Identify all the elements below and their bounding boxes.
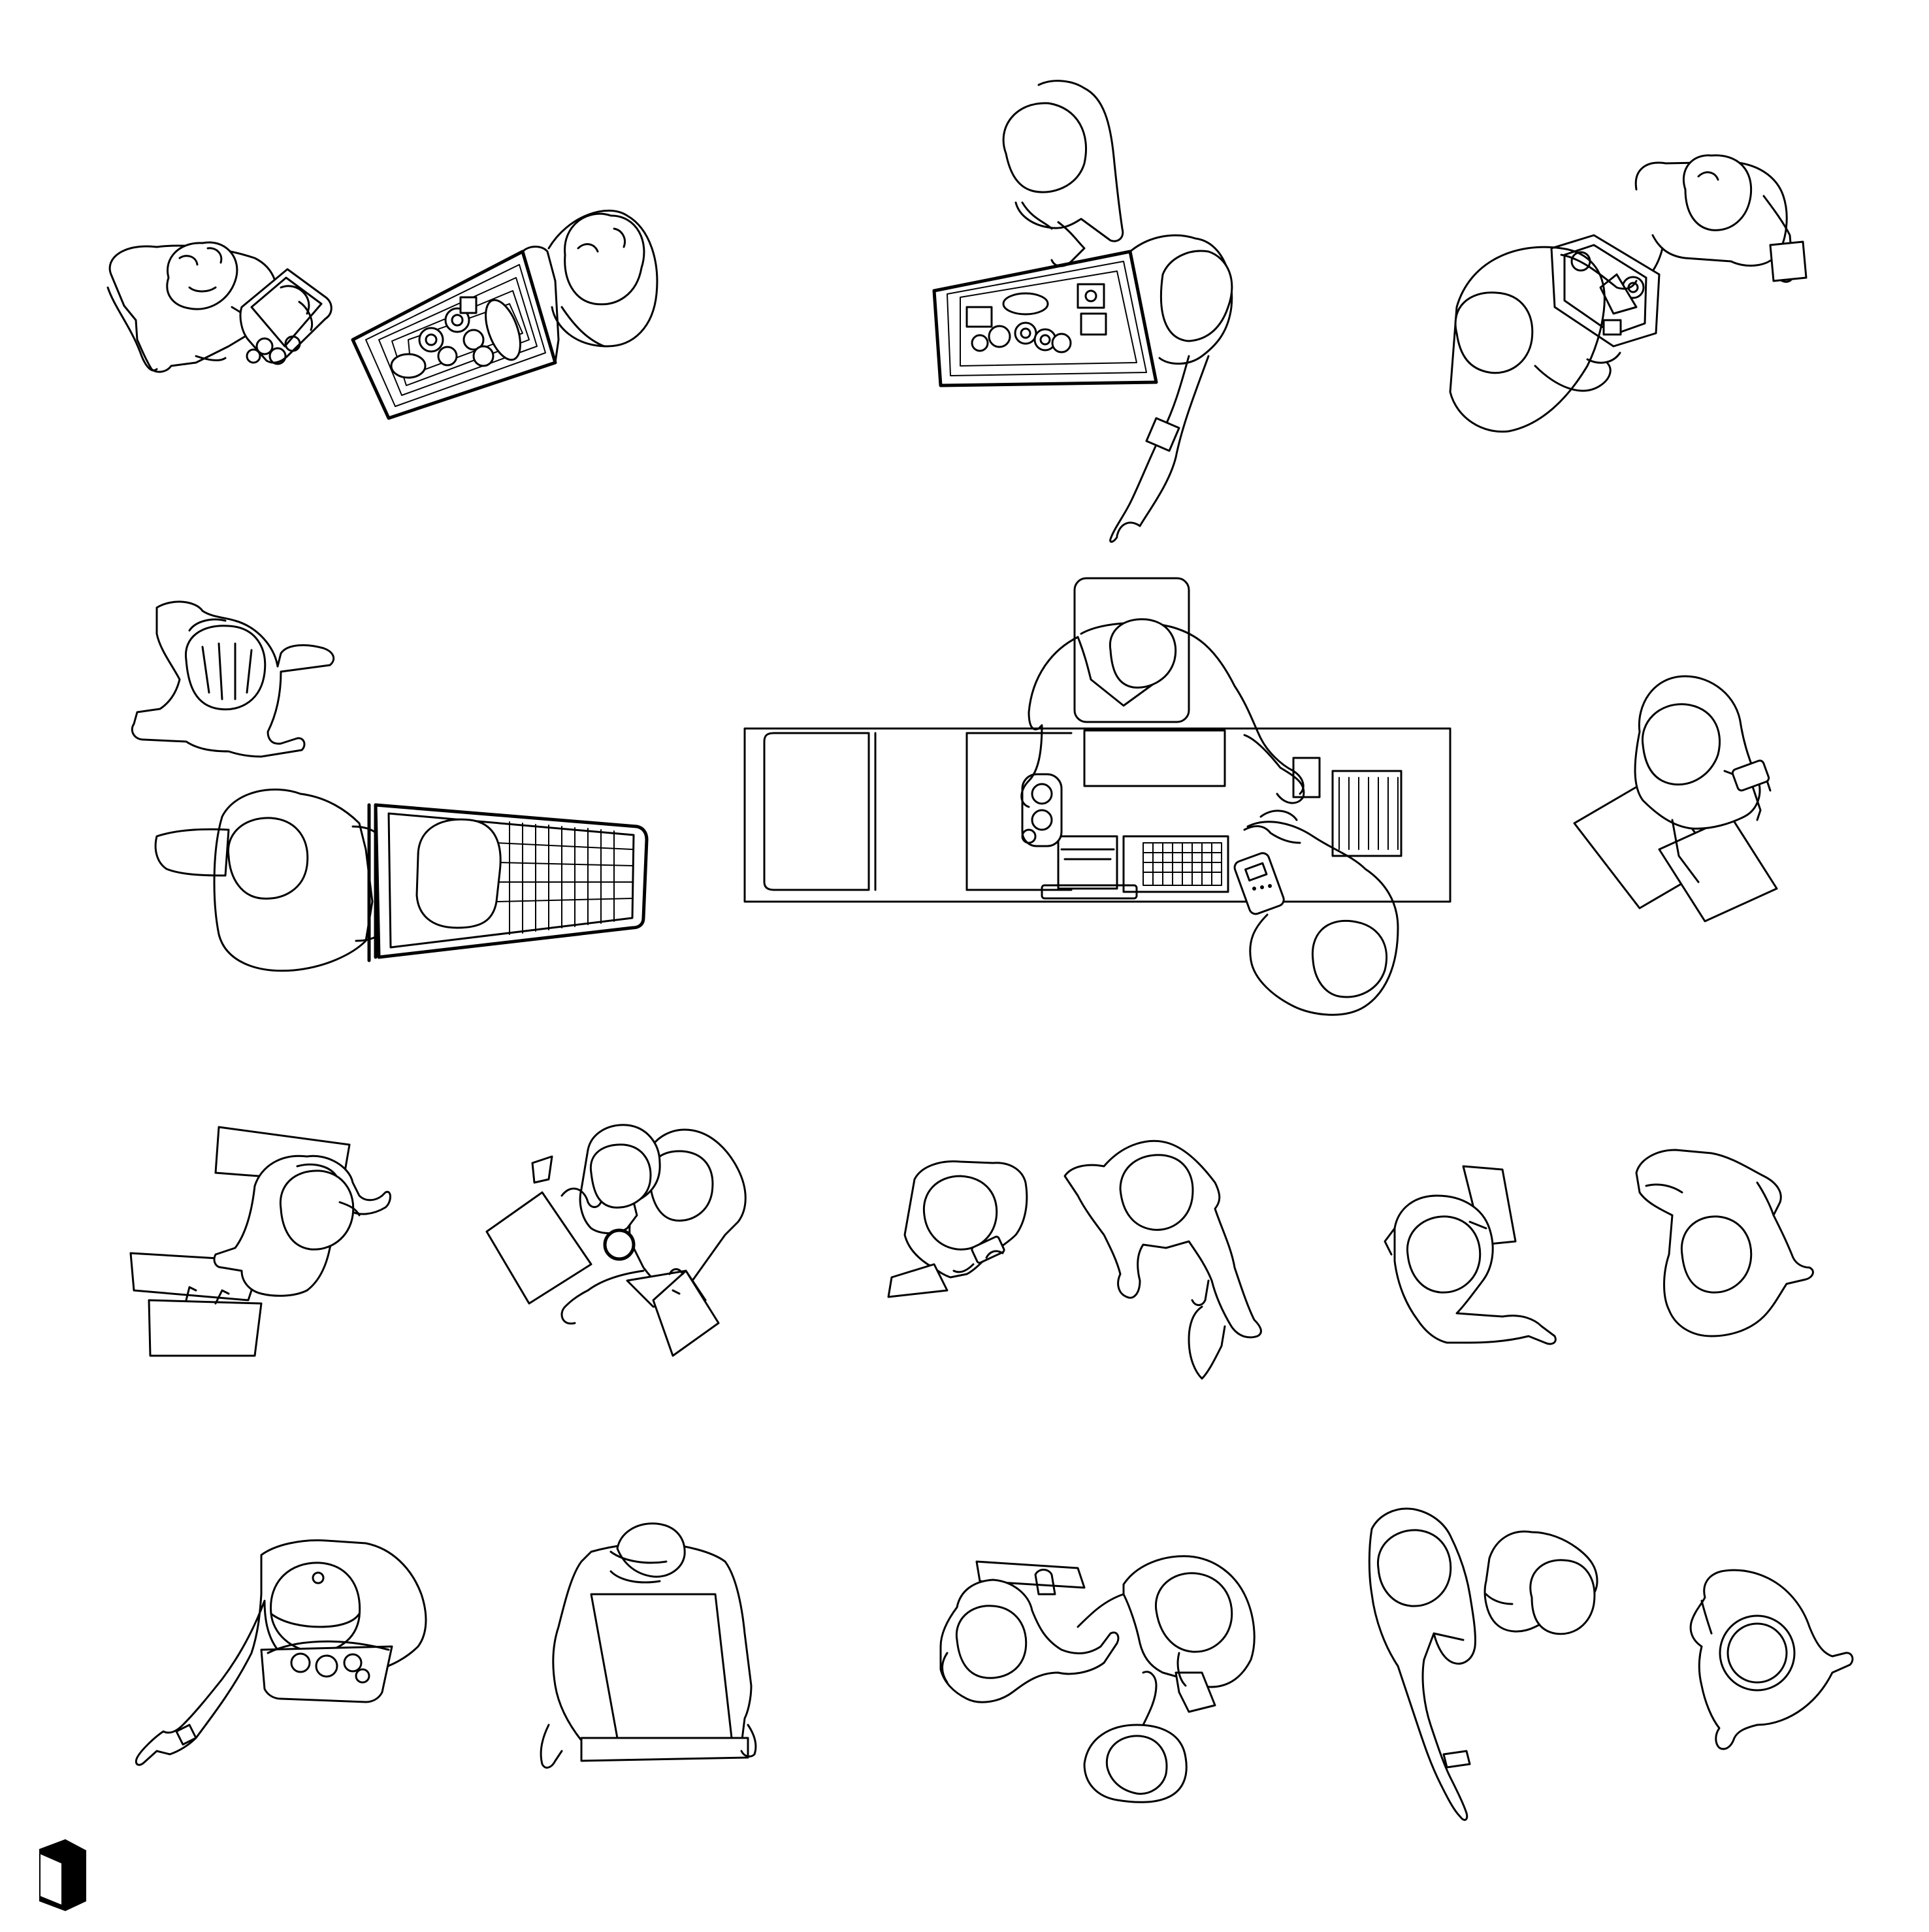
cart-grid: [496, 821, 633, 935]
figure-woman-walking: [1002, 80, 1124, 267]
figure-woman-with-handbag: [1063, 1139, 1262, 1380]
figure-group-of-three: [939, 1555, 1256, 1803]
brand-logo: [39, 1839, 86, 1911]
figure-cashier-at-checkout: [743, 577, 1451, 903]
figure-couple-with-basket: [1449, 154, 1807, 433]
figure-man-pushing-cart-2: [154, 788, 649, 972]
scanner-lines: [1338, 777, 1399, 850]
figure-woman-with-basket: [106, 241, 332, 373]
figure-woman-pointing: [1368, 1507, 1598, 1821]
figure-couple-with-bags: [485, 1124, 747, 1357]
figure-customer-paying-card: [1233, 810, 1399, 1016]
figure-woman-with-phone: [887, 1160, 1028, 1298]
figure-man-with-basket-pointing: [135, 1539, 427, 1766]
register-grid: [1143, 842, 1222, 886]
figure-woman-reaching: [1384, 1165, 1557, 1345]
figure-woman-with-cart-pointing: [932, 234, 1233, 543]
figure-shopper-walking: [131, 600, 335, 758]
figure-woman-with-bags: [129, 1126, 391, 1357]
figure-woman-with-bag: [1573, 675, 1778, 923]
figure-man-carrying-box: [540, 1522, 757, 1769]
figure-person-with-hat: [1689, 1569, 1854, 1750]
figure-man-pushing-cart: [351, 209, 658, 420]
figure-man-walking: [1635, 1149, 1814, 1337]
